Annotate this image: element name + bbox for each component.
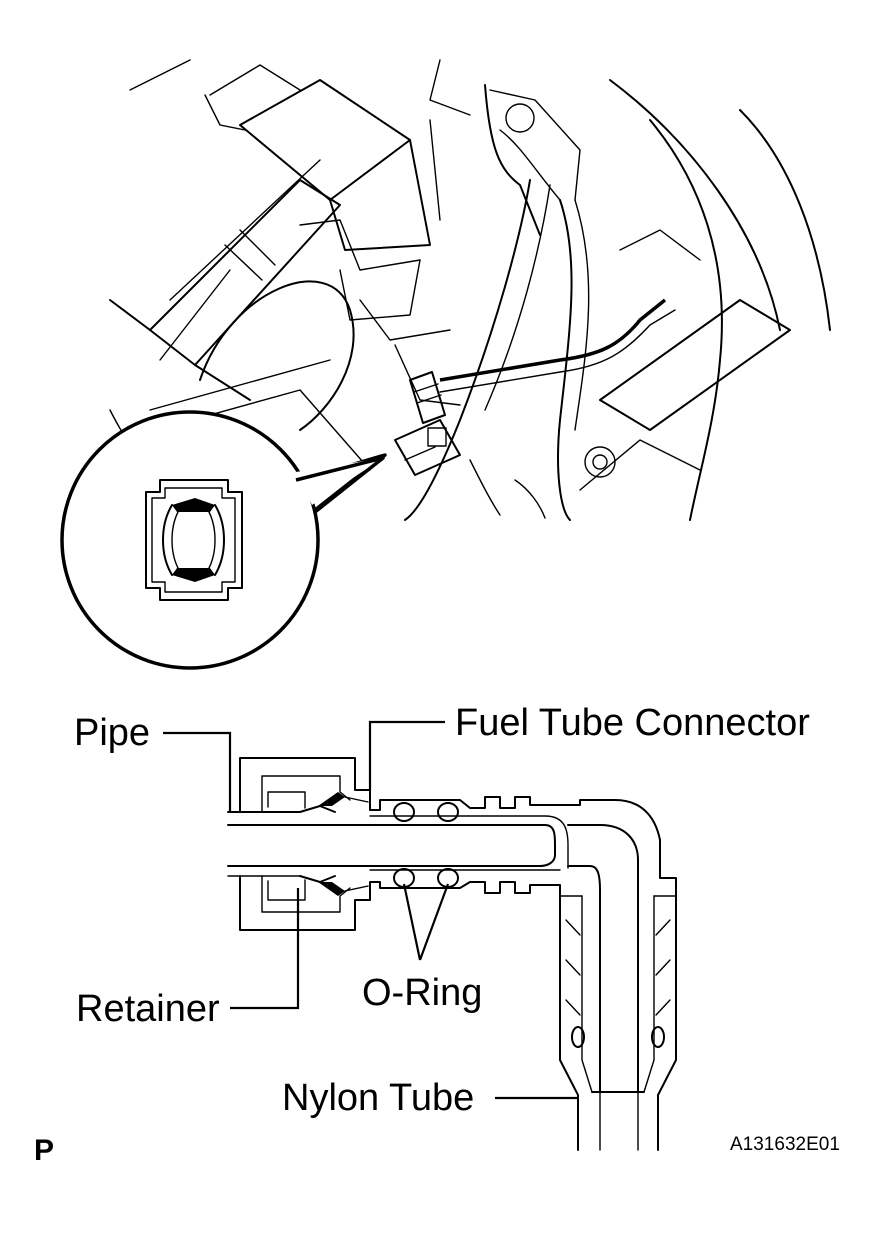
o-ring-label: O-Ring [362, 972, 482, 1014]
engine-bay-illustration [109, 59, 831, 521]
pipe-label: Pipe [74, 712, 150, 754]
o-ring-leader-left [402, 883, 422, 961]
fuel-tube-connector-leader [368, 720, 445, 790]
retainer-leader [230, 888, 300, 1010]
o-ring-leader-right [418, 883, 450, 961]
connector-cross-section [227, 757, 677, 1151]
figure-code: A131632E01 [730, 1134, 840, 1155]
pipe-leader [163, 731, 232, 812]
detail-magnifier [60, 410, 387, 670]
nylon-tube-label: Nylon Tube [282, 1077, 474, 1119]
leader-lines [163, 720, 578, 1100]
fuel-tube-connector-label: Fuel Tube Connector [455, 702, 810, 744]
corner-mark: P [34, 1134, 54, 1167]
retainer-closeup [145, 479, 243, 601]
retainer-label: Retainer [76, 988, 220, 1030]
connector-in-vehicle [394, 371, 461, 476]
